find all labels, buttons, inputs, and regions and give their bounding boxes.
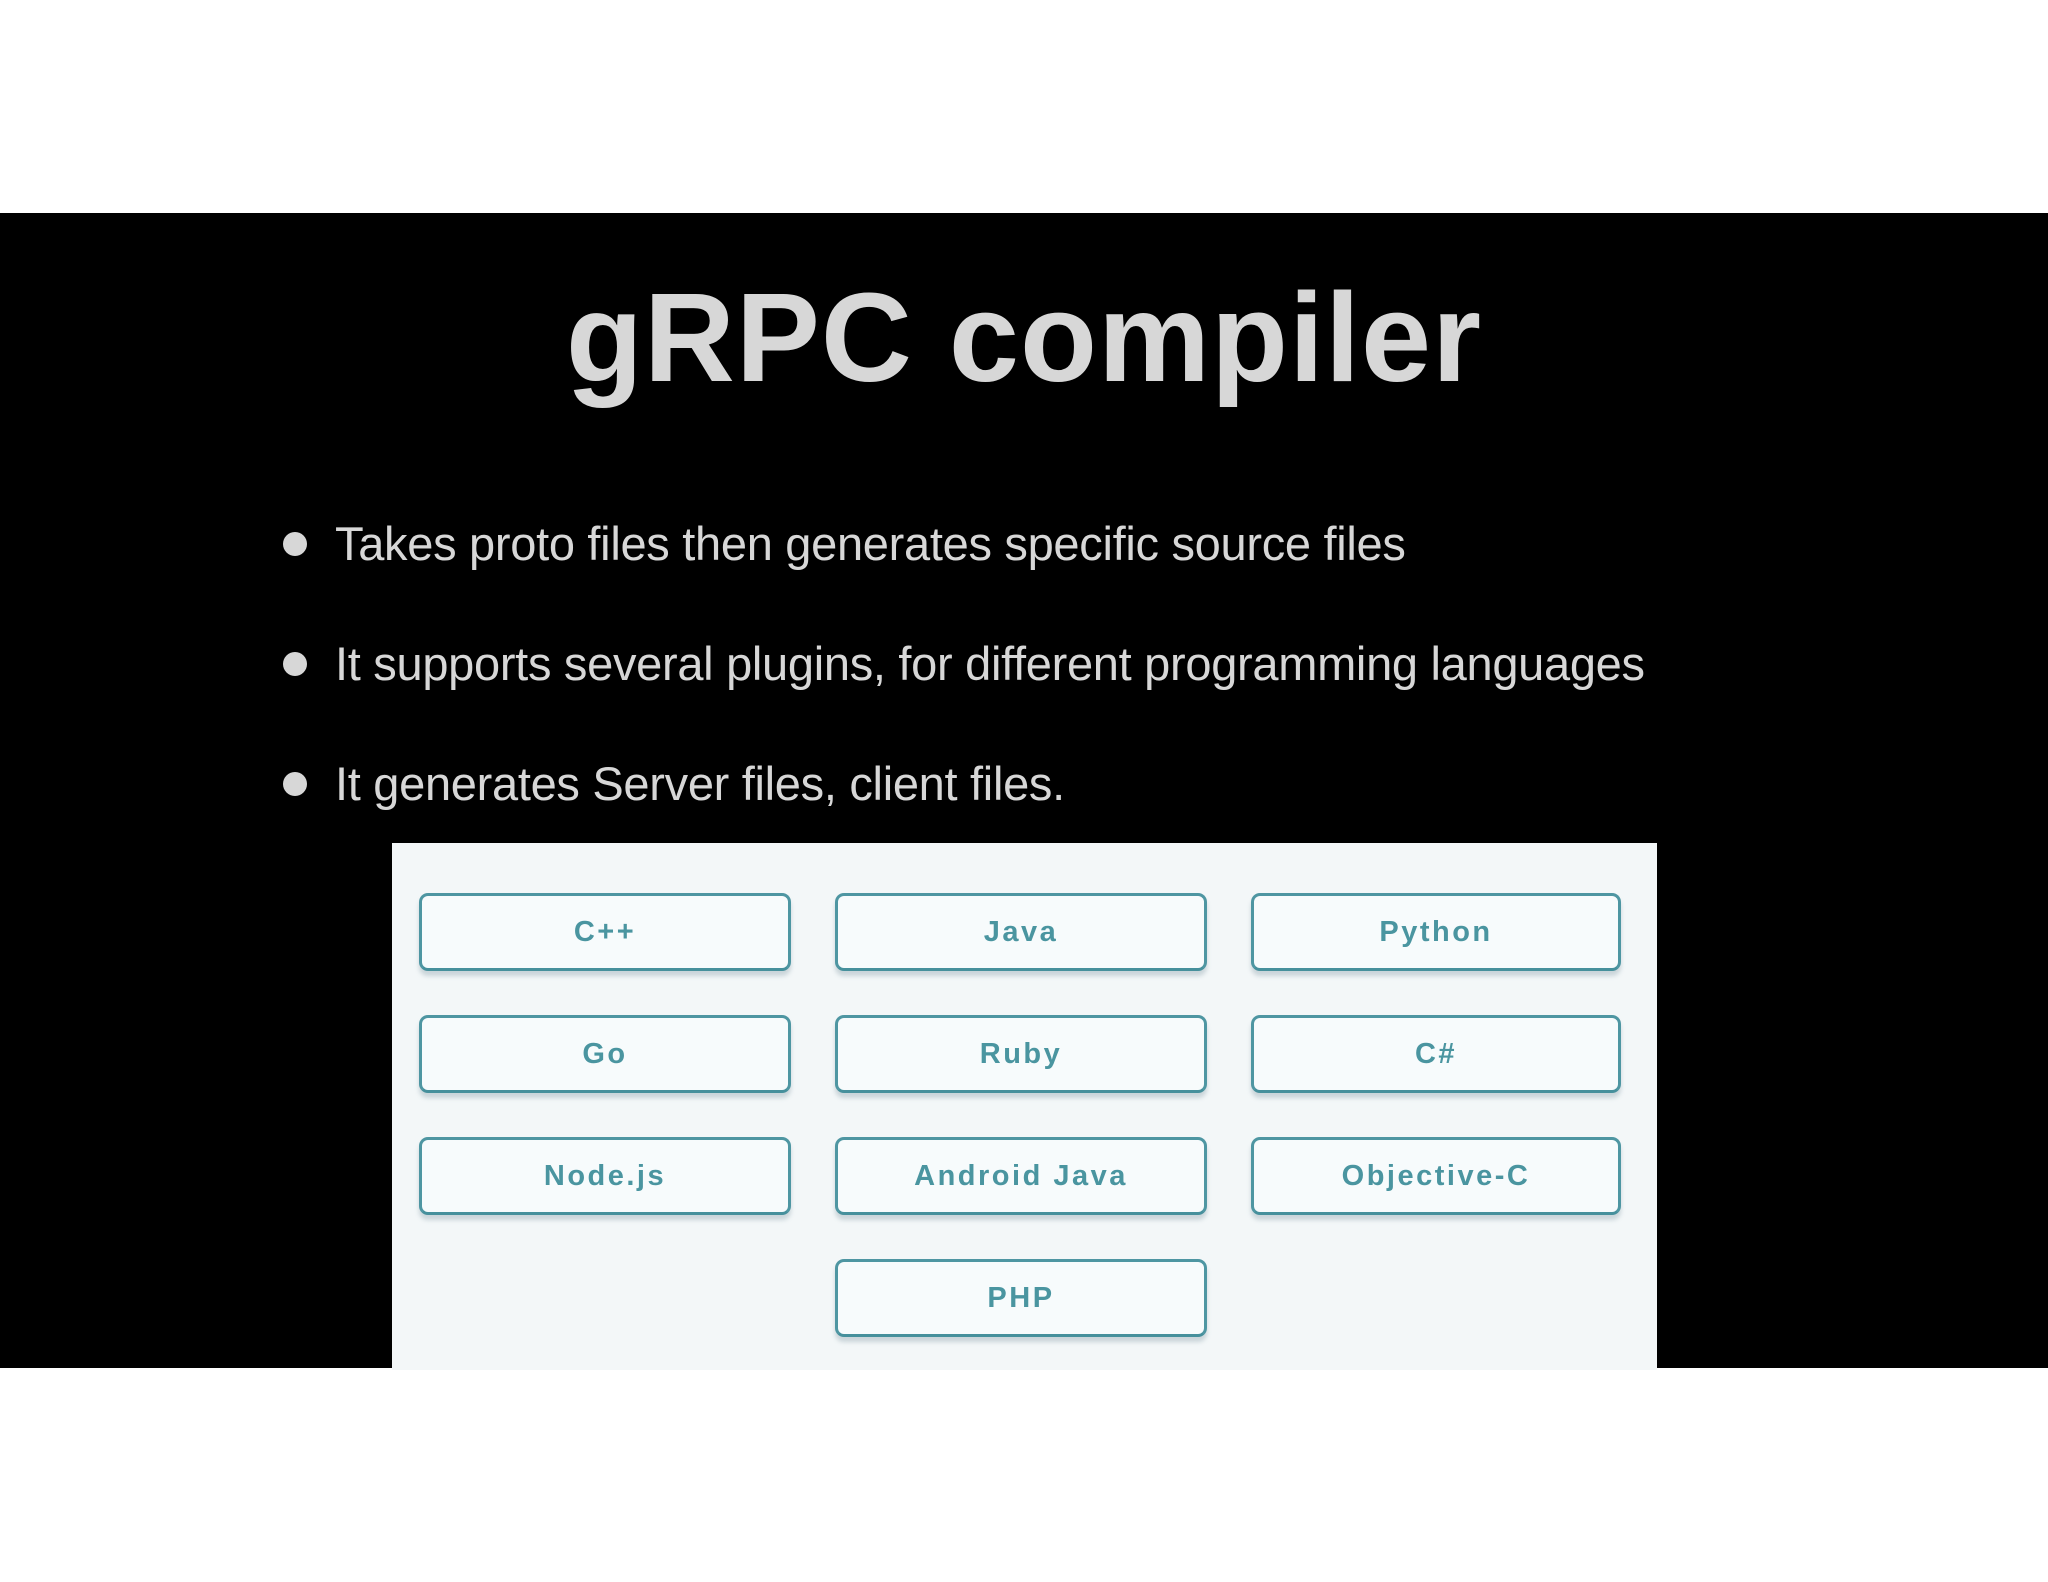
language-button-c[interactable]: C#	[1251, 1015, 1621, 1093]
language-button-java[interactable]: Java	[835, 893, 1207, 971]
language-button-objective-c[interactable]: Objective-C	[1251, 1137, 1621, 1215]
bullet-text: It generates Server files, client files.	[335, 757, 1065, 810]
bullet-item: Takes proto files then generates specifi…	[283, 513, 1406, 575]
language-button-node-js[interactable]: Node.js	[419, 1137, 791, 1215]
bullet-text: Takes proto files then generates specifi…	[335, 517, 1406, 570]
bullet-dot-icon	[283, 532, 307, 556]
language-button-ruby[interactable]: Ruby	[835, 1015, 1207, 1093]
bullet-item: It generates Server files, client files.	[283, 753, 1065, 815]
language-button-python[interactable]: Python	[1251, 893, 1621, 971]
language-button-android-java[interactable]: Android Java	[835, 1137, 1207, 1215]
bullet-text: It supports several plugins, for differe…	[335, 637, 1645, 690]
language-button-php[interactable]: PHP	[835, 1259, 1207, 1337]
bullet-item: It supports several plugins, for differe…	[283, 633, 1645, 695]
slide-title: gRPC compiler	[565, 267, 1483, 408]
bullet-dot-icon	[283, 652, 307, 676]
language-button-c[interactable]: C++	[419, 893, 791, 971]
bullet-dot-icon	[283, 772, 307, 796]
language-button-go[interactable]: Go	[419, 1015, 791, 1093]
